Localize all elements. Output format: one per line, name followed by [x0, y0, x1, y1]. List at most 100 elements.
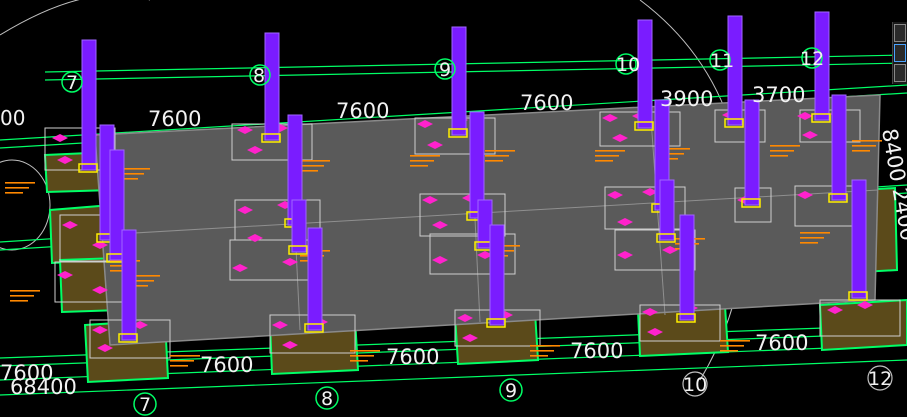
annotation-mark [120, 168, 150, 170]
layers-icon[interactable] [894, 44, 906, 62]
column [727, 15, 743, 126]
annotation-mark [10, 300, 28, 302]
annotation-mark [595, 150, 625, 152]
pile-marker [797, 191, 813, 199]
annotation-mark [300, 165, 324, 167]
pile-marker [602, 114, 618, 122]
annotation-mark [770, 145, 800, 147]
pile-marker [237, 206, 253, 214]
column [264, 32, 280, 141]
axis-label: 10 [683, 374, 707, 396]
column-base-plate [288, 245, 308, 255]
annotation-mark [660, 148, 690, 150]
axis-bubble-bottom-9: 9 [499, 378, 523, 402]
annotation-mark [800, 242, 818, 244]
annotation-mark [130, 275, 160, 277]
view-cube-icon[interactable] [894, 24, 906, 42]
dim-top-3: 7600 [520, 91, 573, 115]
column [659, 179, 675, 241]
dim-top-1: 7600 [148, 107, 201, 131]
column [451, 26, 467, 136]
pile-marker [607, 191, 623, 199]
annotation-mark [10, 290, 40, 292]
annotation-mark [410, 155, 440, 157]
axis-bubble-bottom-12: 12 [867, 365, 893, 391]
column [814, 11, 830, 121]
pile-marker [427, 141, 443, 149]
axis-bubble-bottom-7: 7 [133, 392, 157, 416]
column-base-plate [741, 198, 761, 208]
annotation-mark [530, 350, 554, 352]
axis-bubble-top-9: 9 [434, 58, 456, 81]
annotation-mark [852, 145, 876, 147]
axis-label: 7 [139, 394, 151, 416]
annotation-mark [410, 160, 434, 162]
column-base-plate [78, 163, 98, 173]
dim-top-4: 3900 [660, 87, 713, 111]
pile-marker [57, 271, 73, 279]
axis-bubble-top-7: 7 [61, 71, 83, 94]
column-base-plate [118, 333, 138, 343]
annotation-mark [170, 360, 194, 362]
annotation-mark [595, 155, 619, 157]
pile-marker [642, 308, 658, 316]
annotation-mark [852, 150, 870, 152]
axis-bubble-top-10: 10 [615, 53, 640, 76]
annotation-mark [530, 345, 560, 347]
pile-marker [247, 146, 263, 154]
annotation-mark [170, 355, 200, 357]
column [291, 199, 307, 253]
pile-marker [62, 221, 78, 229]
dim-bottom-1: 7600 [0, 361, 53, 385]
axis-bubble-top-12: 12 [800, 47, 824, 70]
axis-label: 8 [253, 65, 265, 87]
dim-bottom-5: 7600 [755, 331, 808, 355]
column [477, 199, 493, 249]
annotation-mark [120, 178, 138, 180]
annotation-mark [110, 270, 128, 272]
dim-bottom-4: 7600 [570, 339, 623, 363]
pile-marker [477, 251, 493, 259]
columns [78, 11, 868, 343]
pile-marker [457, 314, 473, 322]
annotation-mark [720, 345, 744, 347]
pile-marker [612, 134, 628, 142]
dim-top-5: 3700 [752, 83, 805, 107]
pile-marker [92, 241, 108, 249]
annotation-mark [5, 192, 23, 194]
pile-marker [232, 264, 248, 272]
annotation-mark [595, 160, 613, 162]
column [81, 39, 97, 171]
column-base-plate [448, 128, 468, 138]
pile-marker [422, 196, 438, 204]
column-base-plate [848, 291, 868, 301]
column-base-plate [828, 193, 848, 203]
pile-marker [662, 246, 678, 254]
pile-marker [237, 126, 253, 134]
pile-marker [462, 334, 478, 342]
annotation-mark [350, 350, 380, 352]
column [831, 94, 847, 201]
column [489, 224, 505, 326]
annotation-mark [350, 360, 368, 362]
properties-icon[interactable] [894, 64, 906, 82]
axis-label: 8 [321, 388, 333, 410]
annotation-mark [130, 285, 148, 287]
pile-marker [97, 344, 113, 352]
viewport-side-toolbar [892, 22, 907, 84]
pile-marker [642, 188, 658, 196]
annotation-mark [720, 350, 738, 352]
axis-label: 9 [439, 59, 451, 81]
pile-marker [92, 286, 108, 294]
axis-label: 12 [868, 368, 892, 390]
annotation-mark [350, 355, 374, 357]
column-base-plate [304, 323, 324, 333]
pile-marker [432, 256, 448, 264]
annotation-mark [300, 170, 318, 172]
column [121, 229, 137, 341]
annotation-mark [5, 187, 29, 189]
annotation-mark [800, 237, 824, 239]
column [744, 99, 760, 206]
pile-marker [92, 326, 108, 334]
